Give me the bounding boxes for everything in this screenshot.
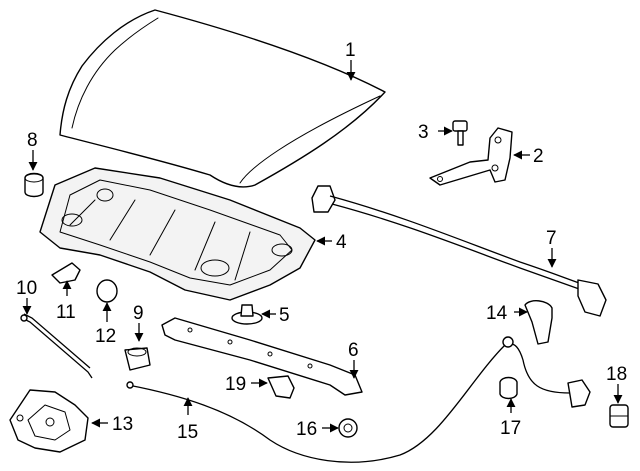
insulator-clip [231,304,263,325]
hood-panel [59,9,386,188]
spacer [609,404,629,428]
callout-7: 7 [546,228,557,249]
callout-19: 19 [225,374,246,395]
hood-bumper-right [124,347,151,371]
hood-seal [311,185,607,317]
callout-8: 8 [27,130,38,151]
release-cable [126,336,591,463]
cable-grommet-2 [499,376,518,400]
callout-11: 11 [56,302,76,323]
callout-10: 10 [16,278,37,299]
callout-4: 4 [336,232,347,253]
callout-2: 2 [533,146,544,167]
leader-lines [22,60,623,433]
front-seal-strip [161,317,363,396]
callout-13: 13 [112,414,133,435]
callout-12: 12 [95,326,116,347]
callout-9: 9 [133,303,144,324]
callout-6: 6 [348,340,359,361]
callout-18: 18 [606,364,627,385]
cable-clip [267,375,295,399]
callout-17: 17 [500,418,521,439]
prop-rod-retainer [51,262,81,284]
callout-3: 3 [418,122,429,143]
hinge-bolt [452,120,468,146]
callout-1: 1 [345,40,356,61]
callout-labels: 1 2 3 4 5 6 7 8 9 10 11 12 13 14 15 16 1… [16,40,627,443]
callout-15: 15 [177,422,198,443]
hood-plug [96,279,118,303]
hood-insulator [39,167,316,301]
hood-hinge [429,127,513,186]
cable-grommet [338,418,358,438]
hood-prop-rod [20,313,93,379]
hood-bumper-left [24,172,44,198]
callout-16: 16 [296,419,317,440]
hood-latch [9,389,89,453]
callout-14: 14 [486,303,508,324]
release-handle [524,300,553,345]
callout-5: 5 [279,305,290,326]
